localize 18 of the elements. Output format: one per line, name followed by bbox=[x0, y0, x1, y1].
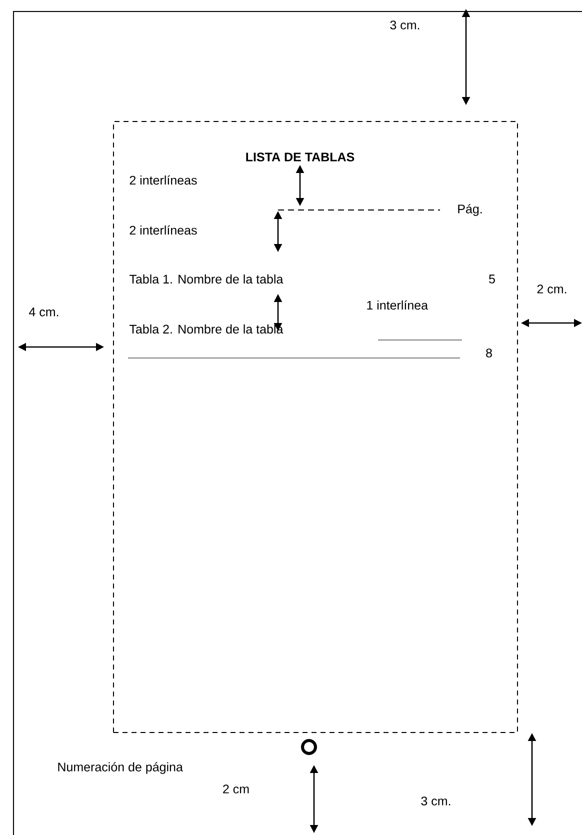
label: 2 interlíneas bbox=[130, 175, 197, 185]
label: Numeración de página bbox=[58, 762, 183, 774]
label: 8 bbox=[486, 348, 492, 358]
page-frame bbox=[13, 11, 582, 835]
label: 2 cm bbox=[223, 784, 249, 794]
label: 1 interlínea bbox=[367, 300, 428, 310]
label: Pág. bbox=[458, 204, 482, 216]
label: 2 interlíneas bbox=[130, 225, 197, 235]
label: 3 cm. bbox=[421, 796, 450, 806]
label: 5 bbox=[489, 274, 495, 284]
label: Tabla 1. Nombre de la tabla bbox=[129, 274, 284, 284]
label: 3 cm. bbox=[390, 20, 420, 30]
page-number-circle bbox=[301, 739, 317, 755]
label: 4 cm. bbox=[29, 308, 58, 316]
heading: LISTA DE TABLAS bbox=[246, 152, 354, 162]
text-area-box bbox=[113, 121, 518, 733]
label: Tabla 2. Nombre de la tabla bbox=[129, 324, 284, 334]
label: 2 cm. bbox=[537, 284, 566, 294]
